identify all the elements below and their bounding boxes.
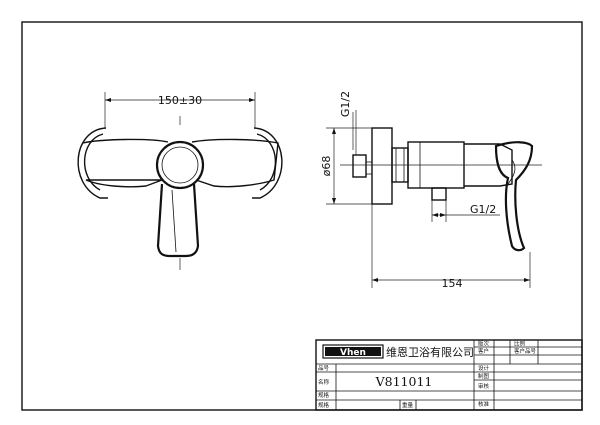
dim-body-diameter: ø68 — [320, 156, 333, 177]
title-block: Vhen 维恩卫浴有限公司 品号 名称 规格 规格 重量 V811011 版次 … — [315, 339, 583, 411]
svg-text:版次: 版次 — [478, 340, 490, 348]
inlet-nipple — [352, 154, 367, 178]
front-view: 150±30 — [77, 92, 283, 270]
svg-text:规格: 规格 — [318, 401, 330, 409]
side-view: ø68 G1/2 G1/2 154 — [320, 91, 542, 290]
right-escutcheon — [252, 127, 283, 199]
wall-flange — [371, 127, 393, 205]
company-name: 维恩卫浴有限公司 — [386, 345, 474, 359]
drawing-frame — [21, 21, 583, 411]
svg-text:制图: 制图 — [478, 372, 490, 380]
dim-depth: 154 — [442, 277, 463, 290]
svg-text:设计: 设计 — [478, 364, 490, 372]
svg-text:客户: 客户 — [478, 347, 489, 355]
svg-text:名称: 名称 — [318, 378, 330, 386]
handle-base — [155, 140, 205, 190]
handle-lever — [156, 183, 200, 258]
left-escutcheon — [77, 127, 108, 199]
svg-text:核准: 核准 — [478, 400, 490, 408]
mixer-body — [82, 138, 279, 188]
cartridge-housing — [464, 143, 513, 187]
svg-text:重量: 重量 — [402, 401, 414, 409]
dim-width-span: 150±30 — [158, 94, 202, 107]
svg-text:审核: 审核 — [478, 382, 490, 390]
outlet-stub — [431, 187, 447, 201]
dim-inlet-thread: G1/2 — [339, 91, 352, 117]
svg-text:Vhen: Vhen — [340, 348, 366, 358]
dim-outlet-thread: G1/2 — [470, 203, 496, 216]
svg-text:比例: 比例 — [514, 340, 526, 348]
svg-text:客户品号: 客户品号 — [514, 347, 537, 355]
svg-text:规格: 规格 — [318, 391, 330, 399]
model-number: V811011 — [375, 374, 433, 389]
side-handle-lever — [494, 141, 534, 252]
company-logo — [322, 344, 384, 359]
svg-text:品号: 品号 — [318, 365, 330, 372]
